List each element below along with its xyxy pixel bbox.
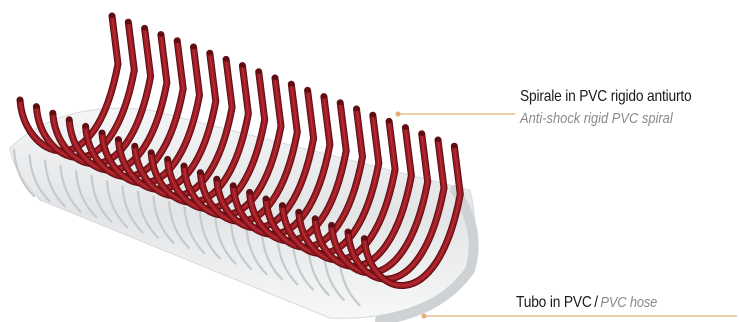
spiral-tip	[148, 151, 154, 155]
hose-leader-dot	[421, 313, 426, 318]
spiral-tip	[174, 39, 180, 43]
spiral-tip	[214, 177, 220, 181]
spiral-tip	[99, 131, 105, 135]
spiral-tip	[33, 104, 39, 108]
spiral-tip	[296, 210, 302, 214]
spiral-tip	[263, 197, 269, 201]
spiral-tip	[321, 94, 327, 98]
hose-label-english: PVC hose	[600, 294, 657, 311]
spiral-tip	[279, 203, 285, 207]
spiral-tip	[337, 101, 343, 105]
spiral-tip	[345, 230, 351, 234]
spiral-tip	[353, 107, 359, 111]
spiral-tip	[115, 137, 121, 141]
spiral-tip	[141, 26, 147, 30]
spiral-tip	[223, 57, 229, 61]
spiral-label: Spirale in PVC rigido antiurto	[520, 88, 692, 106]
spiral-tip	[190, 45, 196, 49]
spiral-tip	[158, 32, 164, 36]
spiral-tip	[132, 144, 138, 148]
spiral-tip	[451, 144, 457, 148]
spiral-tip	[230, 184, 236, 188]
spiral-tip	[50, 111, 56, 115]
spiral-tip	[246, 190, 252, 194]
spiral-tip	[304, 88, 310, 92]
spiral-leader-dot	[395, 111, 400, 116]
spiral-tip	[17, 98, 23, 102]
spiral-tip	[370, 113, 376, 117]
spiral-tip	[66, 118, 72, 122]
spiral-tip	[272, 76, 278, 80]
spiral-label-english: Anti-shock rigid PVC spiral	[520, 110, 673, 127]
spiral-tip	[164, 157, 170, 161]
spiral-tip	[312, 217, 318, 221]
spiral-tip	[207, 51, 213, 55]
hose-label: Tubo in PVC	[516, 294, 592, 311]
spiral-tip	[239, 63, 245, 67]
spiral-tip	[197, 170, 203, 174]
spiral-tip	[328, 223, 334, 227]
spiral-tip	[386, 119, 392, 123]
hose-label-group: Tubo in PVC/PVC hose	[516, 294, 657, 312]
spiral-tip	[109, 14, 115, 18]
hose-label-separator: /	[594, 294, 598, 311]
spiral-tip	[181, 164, 187, 168]
spiral-tip	[419, 132, 425, 136]
spiral-tip	[82, 124, 88, 128]
spiral-tip	[435, 138, 441, 142]
spiral-tip	[288, 82, 294, 86]
spiral-tip	[402, 125, 408, 129]
spiral-tip	[256, 70, 262, 74]
spiral-tip	[125, 20, 131, 24]
spiral-tip	[361, 236, 367, 240]
